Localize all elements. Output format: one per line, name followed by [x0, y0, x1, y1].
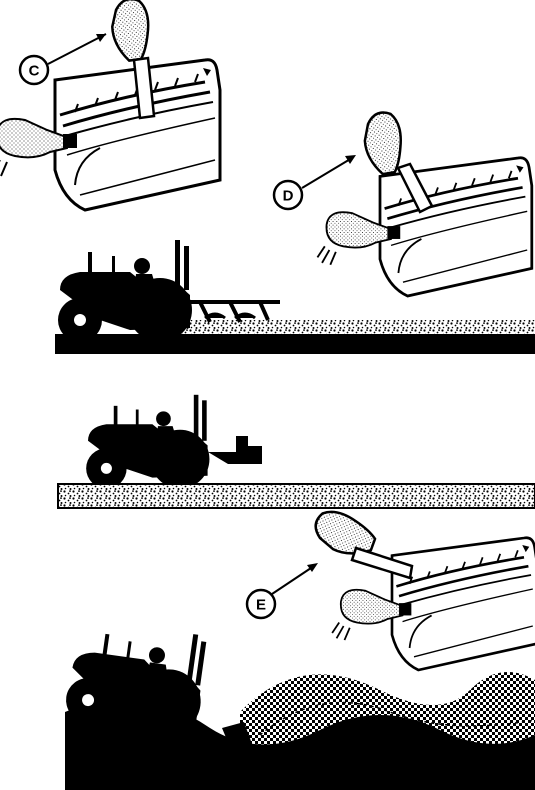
callout-d: D	[274, 155, 356, 209]
callout-e-label: E	[256, 597, 266, 614]
hitch-control-console-e	[309, 507, 535, 670]
hitch-control-console-c	[0, 0, 220, 210]
callout-c-label: C	[29, 63, 40, 80]
callout-d-label: D	[283, 188, 294, 205]
callout-e: E	[247, 563, 318, 618]
hitch-control-console-d	[317, 110, 531, 296]
tractor-with-raised-implement	[58, 395, 535, 508]
